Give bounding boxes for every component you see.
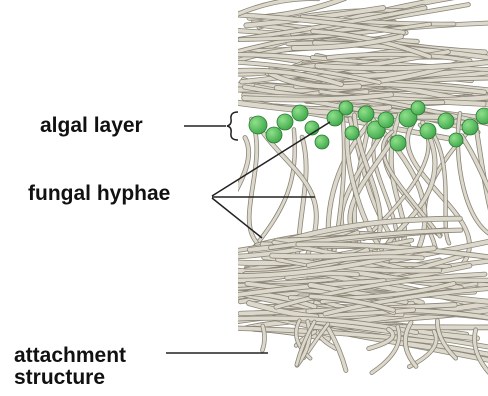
algal-cell xyxy=(411,101,425,115)
algal-cell xyxy=(277,114,293,130)
algal-cell xyxy=(345,126,359,140)
algal-cell xyxy=(292,105,308,121)
algal-cell xyxy=(449,133,463,147)
algal-cell xyxy=(390,135,406,151)
leader-line-hyphae-3 xyxy=(212,198,262,238)
algal-cell xyxy=(339,101,353,115)
algal-cell xyxy=(358,106,374,122)
algal-cell xyxy=(462,119,478,135)
label-fungal-hyphae: fungal hyphae xyxy=(28,182,170,205)
algal-cell xyxy=(315,135,329,149)
algal-cell xyxy=(266,127,282,143)
algal-cell xyxy=(438,113,454,129)
label-attachment-line1: attachment xyxy=(14,344,126,367)
label-attachment-line2: structure xyxy=(14,366,105,389)
algal-cell xyxy=(378,112,394,128)
algal-cell xyxy=(249,116,267,134)
lichen-tissue-illustration xyxy=(218,0,488,373)
algal-cell xyxy=(476,108,488,124)
algal-cell xyxy=(420,123,436,139)
label-algal-layer: algal layer xyxy=(40,114,143,137)
algal-layer-bracket xyxy=(227,112,238,140)
